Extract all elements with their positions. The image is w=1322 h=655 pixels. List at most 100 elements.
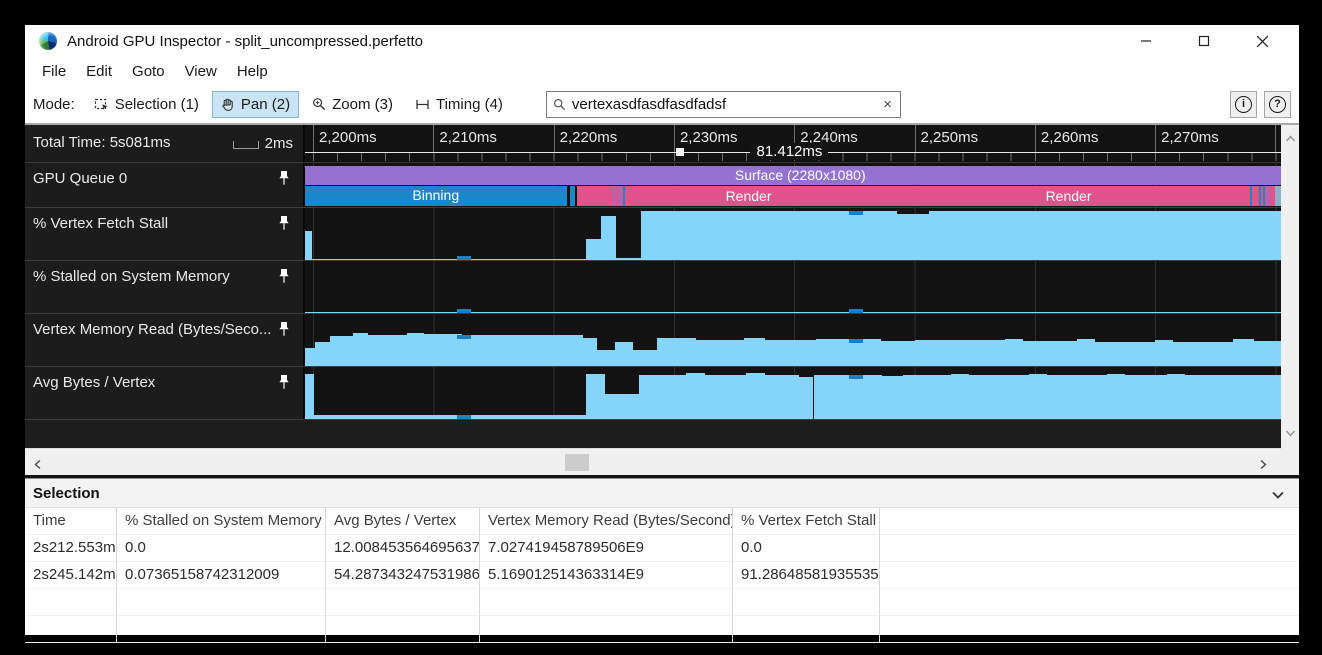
track-chart-vertex-fetch-stall[interactable]: [305, 208, 1281, 260]
table-cell: 0.07365158742312009: [117, 562, 326, 589]
maximize-button[interactable]: [1175, 25, 1233, 57]
scroll-left-icon[interactable]: [33, 457, 43, 475]
pin-icon[interactable]: [277, 268, 291, 284]
selection-header[interactable]: Selection: [25, 479, 1299, 508]
gpu-slice[interactable]: [1275, 186, 1281, 206]
gpu-slice-binning[interactable]: [305, 186, 567, 206]
timeline-header-label: Total Time: 5s081ms 2ms: [25, 125, 305, 162]
counter-segment: [315, 342, 330, 366]
ruler-major-label: 2,220ms: [553, 125, 617, 152]
menu-goto[interactable]: Goto: [132, 62, 165, 80]
table-cell-empty: [880, 616, 1299, 643]
minimize-button[interactable]: [1117, 25, 1175, 57]
counter-segment: [329, 336, 353, 366]
counter-segment: [305, 231, 312, 260]
search-input[interactable]: [571, 95, 882, 113]
counter-segment: [835, 339, 881, 366]
track-row-stalled-system-memory: % Stalled on System Memory: [25, 261, 1281, 314]
help-button[interactable]: ?: [1264, 91, 1291, 118]
counter-segment: [950, 374, 969, 419]
track-row-vertex-fetch-stall: % Vertex Fetch Stall: [25, 208, 1281, 261]
counter-segment: [596, 350, 615, 366]
mode-pan-label: Pan (2): [240, 95, 291, 113]
counter-segment: [813, 375, 883, 419]
scroll-down-icon[interactable]: [1285, 425, 1296, 443]
counter-segment: [1004, 339, 1023, 366]
col-header-spacer: [880, 508, 1299, 535]
counter-segment: [586, 374, 606, 419]
counter-segment: [462, 335, 583, 366]
mode-pan-button[interactable]: Pan (2): [211, 90, 300, 118]
counter-segment: [1185, 375, 1281, 419]
chevron-down-icon[interactable]: [1271, 487, 1285, 505]
scale-label: 2ms: [264, 135, 293, 152]
menu-help[interactable]: Help: [236, 62, 268, 80]
track-chart-stalled-system-memory[interactable]: [305, 261, 1281, 313]
counter-segment: [586, 239, 601, 260]
gpu-slice-label: Surface (2280x1080): [734, 167, 866, 183]
vertical-scrollbar[interactable]: [1281, 125, 1299, 475]
track-label-vertex-fetch-stall: % Vertex Fetch Stall: [25, 208, 305, 260]
mode-timing-button[interactable]: Timing (4): [406, 91, 512, 118]
counter-segment: [600, 216, 617, 260]
selected-sample-tick: [457, 415, 472, 419]
mode-zoom-button[interactable]: Zoom (3): [303, 91, 402, 118]
track-row-vertex-memory-read: Vertex Memory Read (Bytes/Seco...: [25, 314, 1281, 367]
selected-sample-tick: [457, 335, 472, 339]
menu-file[interactable]: File: [42, 62, 67, 80]
search-clear-icon[interactable]: ×: [883, 95, 892, 113]
timeline-empty-area: [25, 420, 1281, 448]
ruler-major-label: 2,210ms: [433, 125, 497, 152]
pin-icon[interactable]: [277, 374, 291, 390]
scroll-up-icon[interactable]: [1285, 131, 1296, 149]
selected-sample-tick: [457, 309, 472, 313]
mode-selection-button[interactable]: Selection (1): [85, 91, 208, 118]
col-header-stalled-system-memory: % Stalled on System Memory: [117, 508, 326, 535]
table-cell: 0.0: [117, 535, 326, 562]
gpu-slice-marker: [612, 186, 615, 206]
window-title: Android GPU Inspector - split_uncompress…: [67, 32, 424, 50]
counter-segment: [641, 211, 897, 260]
gpu-slice[interactable]: [577, 186, 1276, 206]
minimize-icon: [1141, 40, 1151, 42]
selection-table: Time % Stalled on System Memory Avg Byte…: [25, 508, 1299, 643]
counter-segment: [1095, 342, 1156, 366]
pin-icon[interactable]: [277, 170, 291, 186]
gpu-slice[interactable]: [569, 186, 575, 206]
table-cell: [880, 562, 1299, 589]
horizontal-scrollbar-thumb[interactable]: [565, 454, 589, 471]
menu-edit[interactable]: Edit: [86, 62, 113, 80]
close-button[interactable]: [1233, 25, 1291, 57]
timing-measure-handle[interactable]: [676, 148, 685, 156]
ruler-major-label: 2,200ms: [313, 125, 377, 152]
mode-selection-label: Selection (1): [114, 95, 199, 113]
menu-view[interactable]: View: [184, 62, 217, 80]
pin-icon[interactable]: [277, 215, 291, 231]
counter-segment: [305, 312, 1281, 313]
gpu-slice-surface-2280x1080-[interactable]: [305, 166, 1281, 185]
counter-segment: [352, 333, 369, 366]
titlebar[interactable]: Android GPU Inspector - split_uncompress…: [25, 25, 1299, 57]
mode-label: Mode:: [33, 95, 75, 113]
info-button[interactable]: i: [1230, 91, 1257, 118]
horizontal-scrollbar[interactable]: [25, 448, 1281, 475]
table-cell-empty: [117, 589, 326, 616]
gpu-slice-marker: [1263, 186, 1266, 206]
close-icon: [1256, 35, 1268, 47]
counter-segment: [1253, 341, 1281, 366]
counter-segment: [657, 338, 696, 366]
scroll-right-icon[interactable]: [1258, 457, 1268, 475]
pin-icon[interactable]: [277, 321, 291, 337]
counter-segment: [695, 340, 744, 366]
selection-rect-icon: [94, 98, 108, 110]
col-header-time: Time: [25, 508, 117, 535]
counter-segment: [605, 394, 640, 419]
table-cell-empty: [733, 616, 880, 643]
counter-segment: [928, 211, 1281, 260]
gpu-slice-label-render: Render: [725, 188, 772, 204]
track-chart-avg-bytes-per-vertex[interactable]: [305, 367, 1281, 419]
track-chart-vertex-memory-read[interactable]: [305, 314, 1281, 366]
